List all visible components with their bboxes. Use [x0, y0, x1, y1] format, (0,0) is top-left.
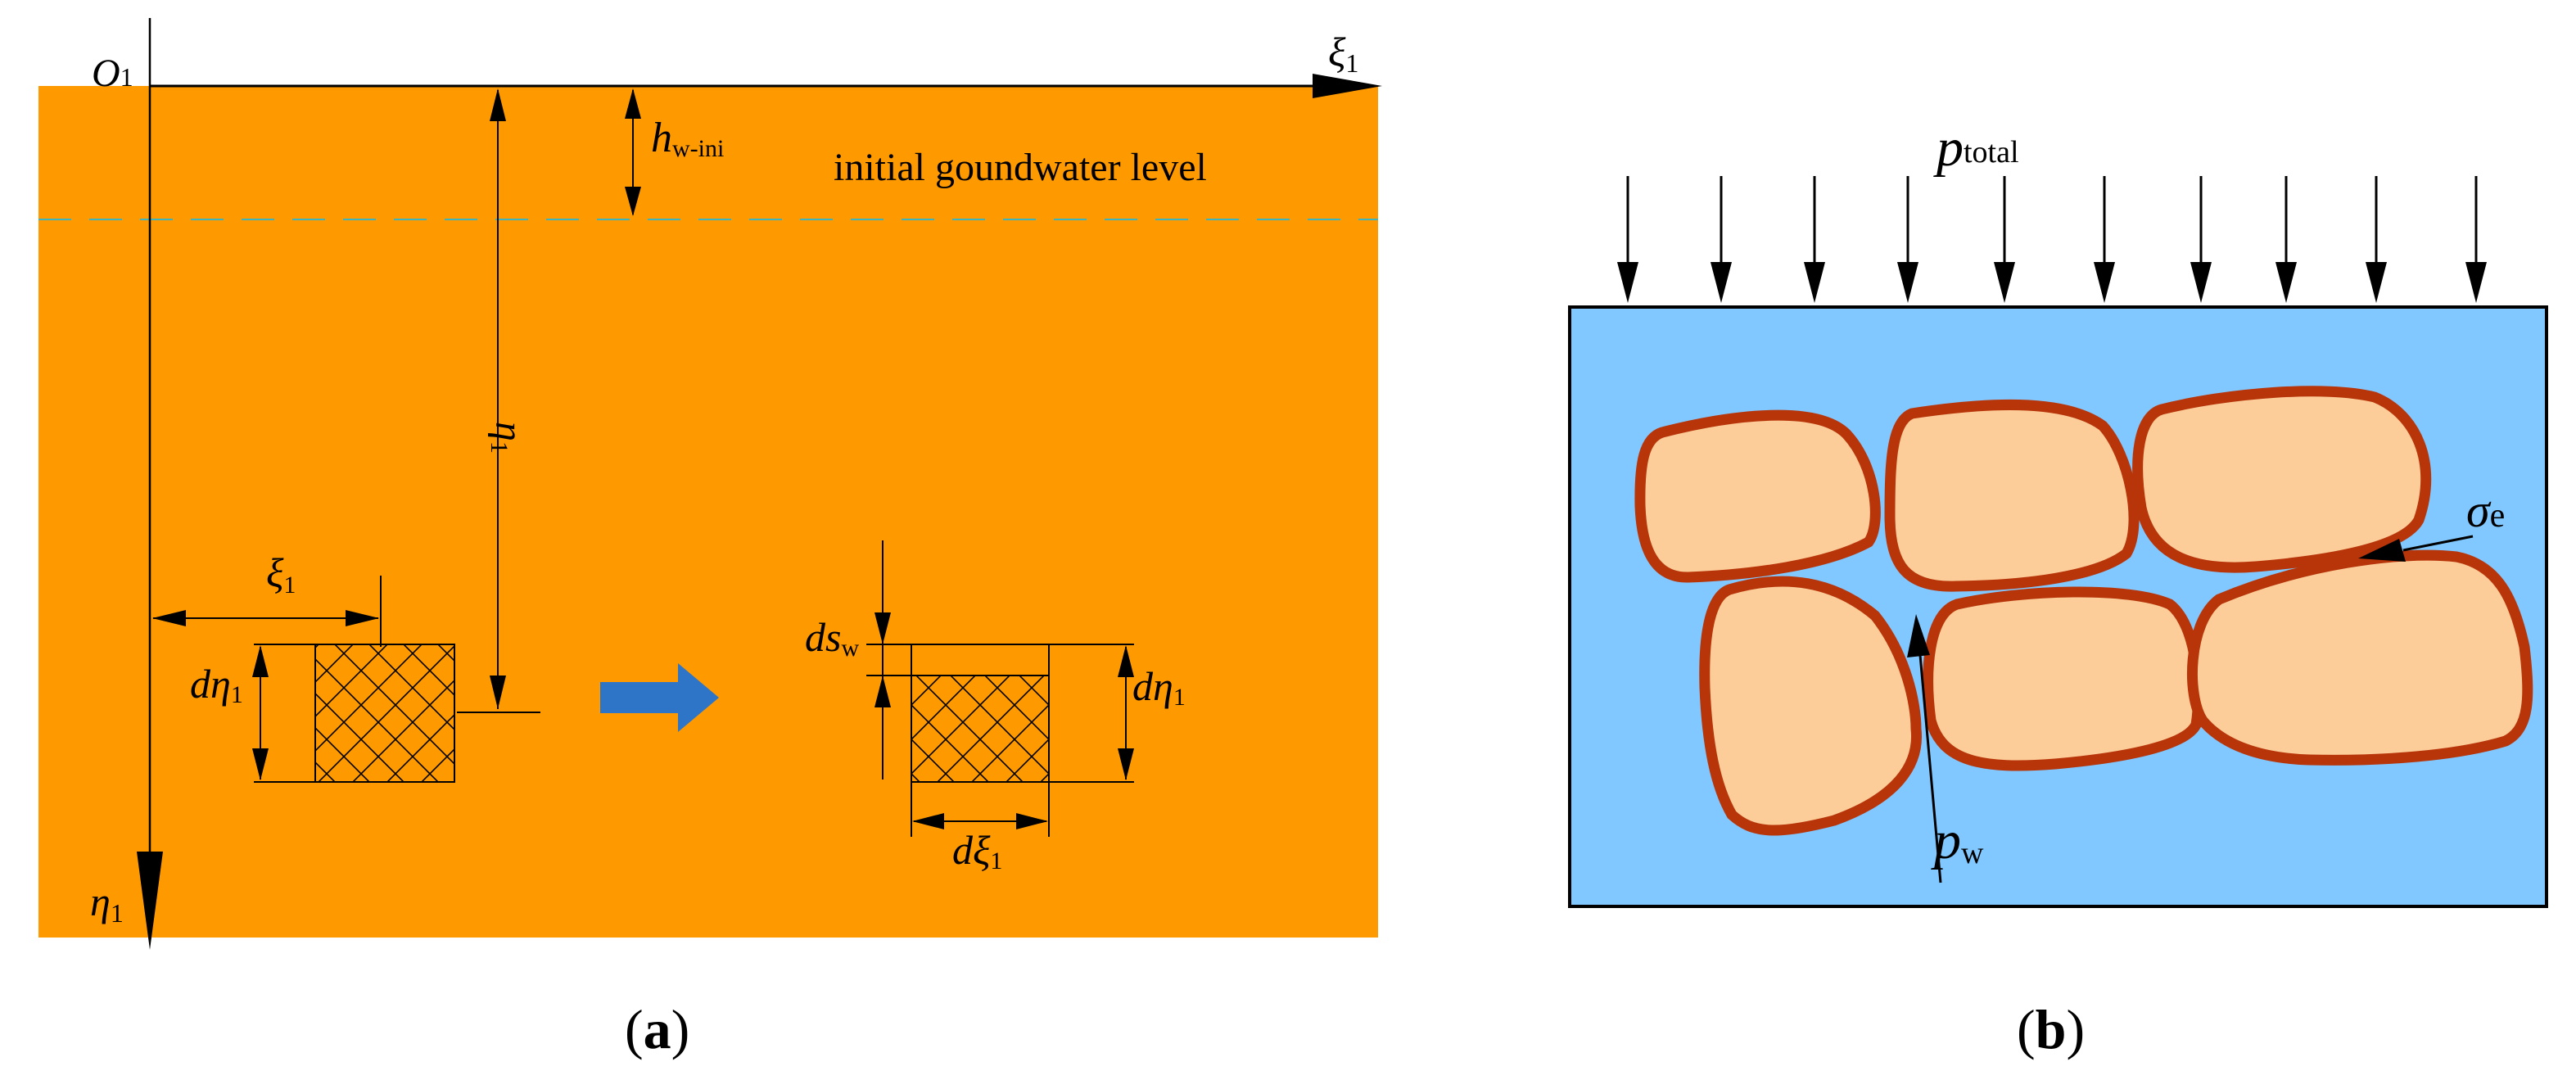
grain-4 [1699, 576, 1923, 836]
p-w-arrow [1918, 654, 1942, 883]
d-eta-right-dimension [1049, 644, 1134, 783]
load-arrows [1617, 176, 2487, 303]
xi-dimension-label: ξ1 [266, 549, 296, 599]
eta-axis-label: η1 [90, 879, 124, 928]
caption-a: (a) [625, 998, 689, 1060]
grain-6 [2187, 549, 2533, 766]
d-xi-label: dξ1 [952, 827, 1002, 874]
sigma-e-label: σe [2466, 484, 2505, 537]
p-w-label: pw [1931, 811, 1984, 870]
d-eta-left-dimension [252, 644, 315, 783]
panel-b: ptotal σe pw (b [1568, 118, 2548, 1060]
groundwater-label: initial goundwater level [834, 146, 1207, 189]
caption-b: (b) [2017, 998, 2085, 1060]
d-xi-dimension [911, 782, 1050, 837]
p-w-arrowhead [1907, 614, 1930, 657]
sigma-e-arrow [2402, 535, 2474, 552]
p-total-label: ptotal [1933, 118, 2019, 178]
d-eta-right-label: dη1 [1132, 663, 1186, 711]
sigma-e-arrowhead [2358, 539, 2406, 562]
grain-1 [1634, 409, 1881, 583]
soil-grains [1634, 386, 2533, 836]
soil-element-compressed [911, 675, 1050, 783]
soil-region [38, 86, 1378, 938]
grain-2 [1884, 399, 2140, 592]
eta-dimension [457, 85, 540, 713]
h-dimension [625, 88, 641, 216]
transform-arrow [600, 663, 719, 732]
xi-dimension [152, 576, 382, 647]
origin-label: O1 [92, 52, 133, 95]
h-label: hw-ini [651, 115, 724, 162]
grain-3 [2132, 386, 2432, 573]
eta-axis-arrowhead [137, 852, 163, 950]
soil-element-original [314, 644, 455, 783]
xi-axis-arrowhead [1313, 74, 1382, 98]
xi-axis-label: ξ1 [1328, 29, 1358, 78]
eta-dimension-label: η1 [486, 422, 531, 454]
ds-label: dsw [805, 614, 859, 662]
panel-a: O1 ξ1 η1 hw-ini initial goundwater level… [38, 18, 1382, 1060]
ds-dimension [866, 540, 911, 779]
grain-5 [1923, 586, 2203, 771]
d-eta-left-label: dη1 [190, 661, 243, 708]
